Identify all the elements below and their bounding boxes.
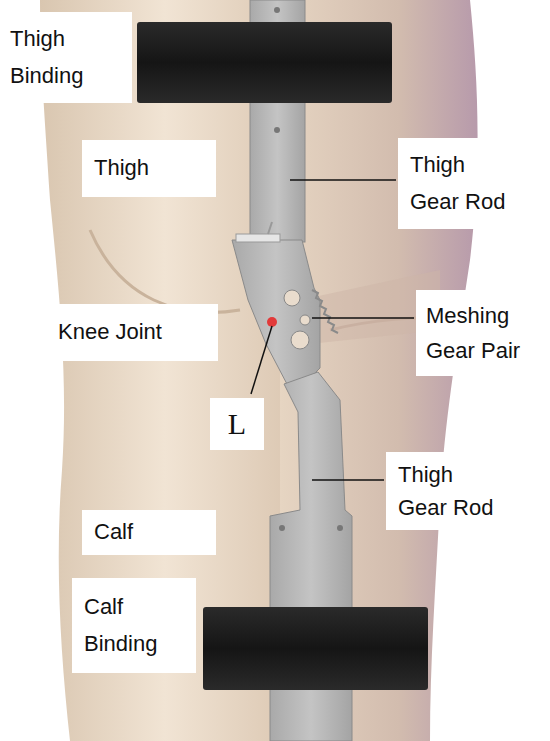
gear-hole bbox=[291, 331, 309, 349]
thigh-binding-strap bbox=[137, 22, 392, 103]
gear-hole bbox=[300, 315, 310, 325]
part-label: Thigh Binding bbox=[0, 12, 132, 103]
rod-hole bbox=[337, 525, 343, 531]
bracket bbox=[236, 234, 280, 242]
part-label: Knee Joint bbox=[48, 304, 218, 361]
part-label: Meshing Gear Pair bbox=[416, 290, 548, 376]
part-label: Thigh Gear Rod bbox=[386, 452, 514, 530]
part-label: Calf Binding bbox=[72, 578, 196, 673]
calf-binding-strap bbox=[203, 607, 428, 690]
rod-hole bbox=[274, 7, 280, 13]
leader-line bbox=[290, 179, 396, 181]
gear-teeth bbox=[312, 290, 338, 333]
bracket-pin bbox=[268, 222, 272, 234]
rod-hole bbox=[279, 525, 285, 531]
leader-line bbox=[312, 317, 414, 319]
knee-plate bbox=[232, 240, 320, 386]
leader-line bbox=[251, 326, 272, 394]
part-label: Calf bbox=[82, 510, 216, 555]
part-label: Thigh Gear Rod bbox=[398, 138, 526, 229]
part-label: Thigh bbox=[82, 140, 216, 197]
gear-hole bbox=[284, 290, 300, 306]
part-label: L bbox=[210, 398, 264, 450]
leader-line bbox=[312, 479, 384, 481]
point-marker bbox=[267, 317, 277, 327]
rod-hole bbox=[274, 127, 280, 133]
skin-fold bbox=[90, 230, 240, 312]
